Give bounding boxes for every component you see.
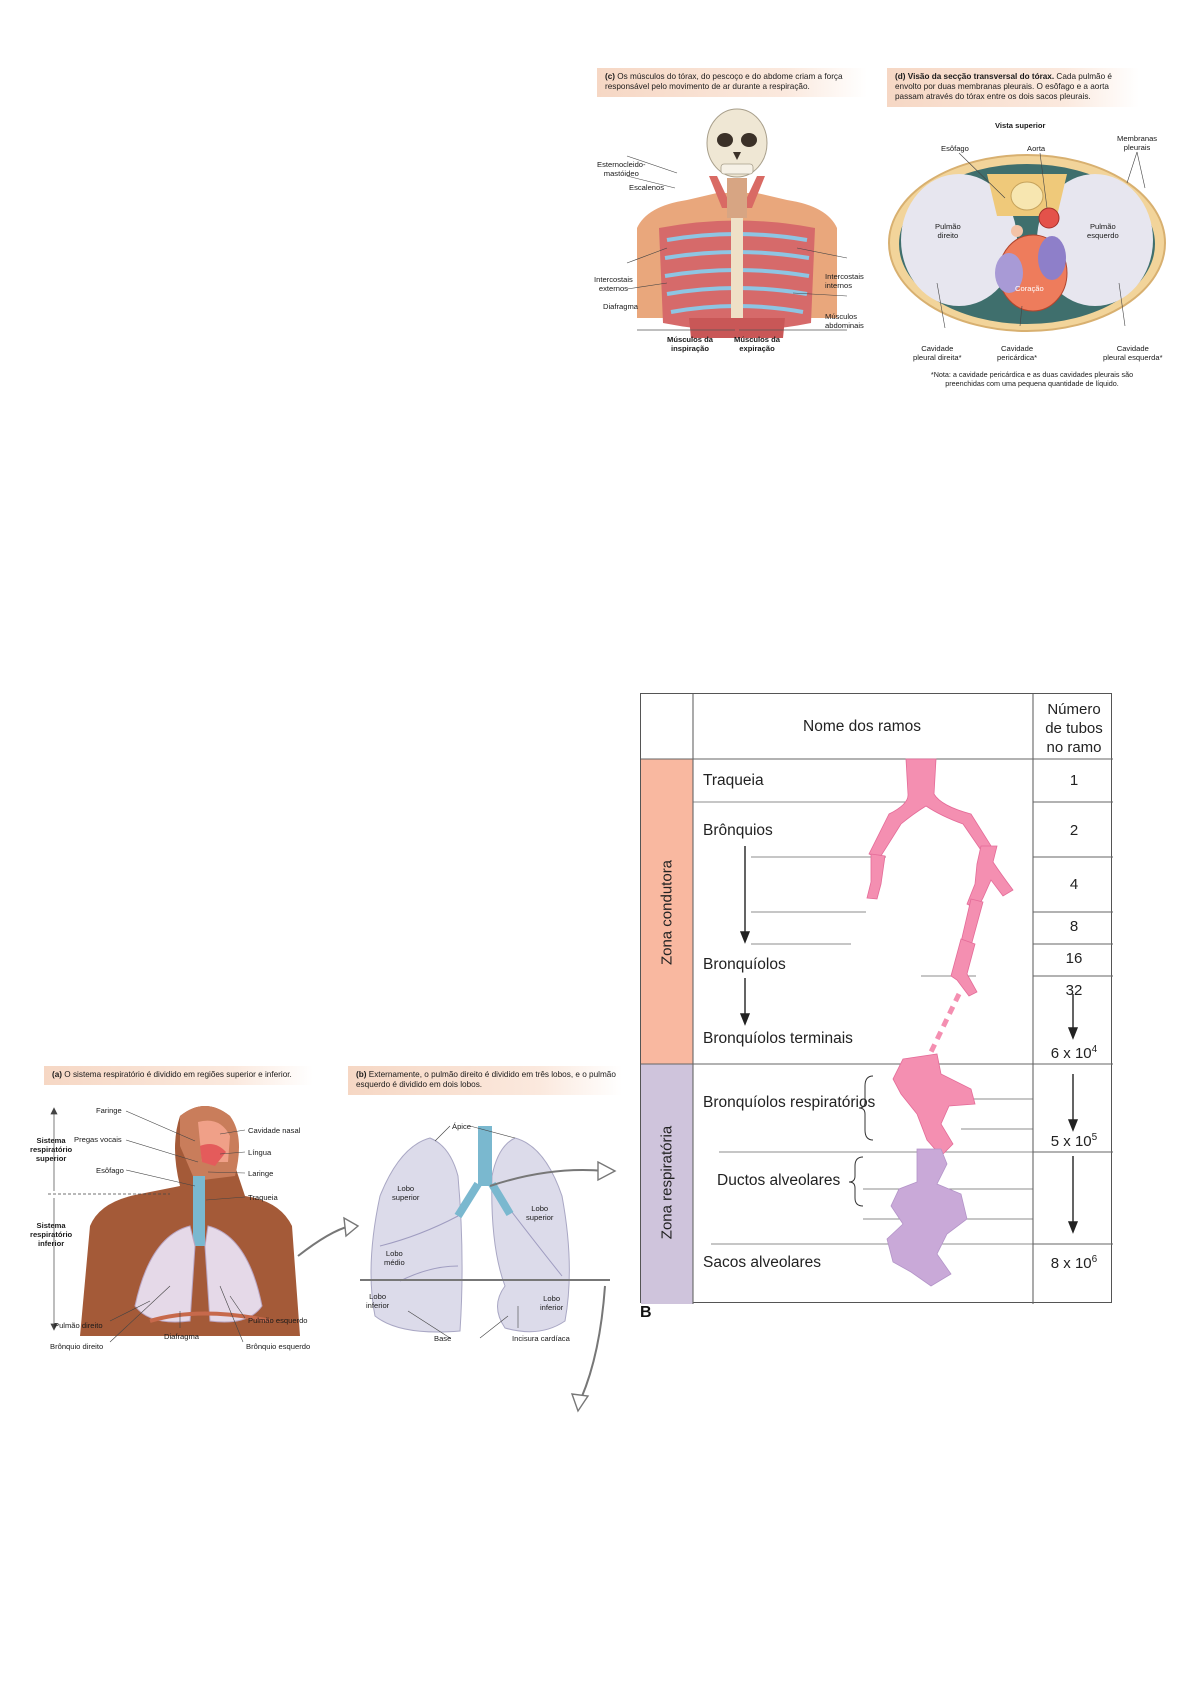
figure-letter-b: B	[640, 1304, 652, 1321]
lungs-illustration	[297, 1125, 617, 1413]
label-vista-superior: Vista superior	[995, 121, 1046, 130]
row-bronquios-count: 2	[1069, 822, 1079, 839]
panel-d-thorax-section: (d) Visão da secção transversal do tórax…	[887, 68, 1177, 398]
row-16-count: 16	[1065, 950, 1083, 967]
row-4-count: 4	[1069, 876, 1079, 893]
label-pulmao-esquerdo-d: Pulmão esquerdo	[1087, 222, 1119, 240]
row-sacos-count: 8 x 106	[1050, 1254, 1098, 1272]
row-respiratorios-name: Bronquíolos respiratórios	[703, 1094, 876, 1111]
panel-c-caption: (c) Os músculos do tórax, do pescoço e d…	[597, 68, 867, 97]
header-name: Nome dos ramos	[803, 718, 922, 735]
label-pulmao-direito-d: Pulmão direito	[935, 222, 961, 240]
row-traqueia-name: Traqueia	[703, 772, 764, 789]
row-bronquiolos-name: Bronquíolos	[703, 956, 786, 973]
label-lobo-inferior-d: Lobo inferior	[366, 1292, 390, 1310]
zone-conducting-label: Zona condutora	[658, 859, 676, 966]
label-cavidade-pleural-direita: Cavidade pleural direita*	[913, 344, 962, 362]
label-esternocleido: Esternocleido- mastóideo	[597, 160, 646, 178]
label-pulmao-esquerdo-a: Pulmão esquerdo	[248, 1316, 308, 1325]
label-lobo-medio: Lobo médio	[384, 1249, 405, 1267]
row-sacos-name: Sacos alveolares	[703, 1254, 822, 1271]
panel-a-respiratory-system: (a) O sistema respiratório é dividido em…	[30, 1066, 350, 1386]
label-intercostais-externos: Intercostais externos	[594, 275, 633, 293]
cross-section-illustration	[888, 151, 1166, 332]
label-lingua: Língua	[248, 1148, 272, 1157]
label-bronquio-direito: Brônquio direito	[50, 1342, 104, 1351]
row-respiratorios-count: 5 x 105	[1050, 1132, 1098, 1150]
torso-illustration	[626, 108, 848, 338]
label-escalenos: Escalenos	[629, 183, 665, 192]
label-esofago-a: Esôfago	[96, 1166, 124, 1175]
label-cavidade-pleural-esquerda: Cavidade pleural esquerda*	[1103, 344, 1163, 362]
label-musculos-abdominais: Músculos abdominais	[825, 312, 864, 330]
respiratory-system-illustration	[48, 1106, 300, 1343]
label-pregas-vocais: Pregas vocais	[74, 1135, 122, 1144]
label-sistema-superior: Sistema respiratório superior	[30, 1136, 73, 1163]
panel-c-thorax-muscles: (c) Os músculos do tórax, do pescoço e d…	[594, 68, 882, 383]
label-faringe: Faringe	[96, 1106, 122, 1115]
label-intercostais-internos: Intercostais internos	[825, 272, 864, 290]
label-membranas-pleurais: Membranas pleurais	[1117, 134, 1158, 152]
row-terminais-name: Bronquíolos terminais	[703, 1030, 853, 1047]
label-traqueia-a: Traqueia	[248, 1193, 278, 1202]
label-lobo-superior-d: Lobo superior	[392, 1184, 420, 1202]
label-aorta: Aorta	[1027, 144, 1046, 153]
label-pulmao-direito-a: Pulmão direito	[54, 1321, 103, 1330]
label-apice: Ápice	[452, 1122, 471, 1131]
label-laringe: Laringe	[248, 1169, 274, 1178]
label-sistema-inferior: Sistema respiratório inferior	[30, 1221, 73, 1248]
row-32-count: 32	[1065, 982, 1083, 999]
panel-d-note: *Nota: a cavidade pericárdica e as duas …	[930, 370, 1134, 388]
label-musculos-expiracao: Músculos da expiração	[734, 335, 780, 353]
row-terminais-count: 6 x 104	[1050, 1044, 1098, 1062]
label-esofago-d: Esôfago	[941, 144, 969, 153]
label-incisura: Incisura cardíaca	[512, 1334, 570, 1343]
label-cavidade-nasal: Cavidade nasal	[248, 1126, 301, 1135]
panel-b-caption: (b) Externamente, o pulmão direito é div…	[348, 1066, 622, 1095]
label-lobo-superior-e: Lobo superior	[526, 1204, 554, 1222]
panel-d-caption: (d) Visão da secção transversal do tórax…	[887, 68, 1139, 107]
label-diafragma-a: Diafragma	[164, 1332, 200, 1341]
airway-branching-table: Nome dos ramos Número de tubos no ramo Z…	[640, 693, 1113, 1304]
label-lobo-inferior-e: Lobo inferior	[540, 1294, 564, 1312]
table-grid	[641, 694, 1113, 1304]
label-cavidade-pericardica: Cavidade pericárdica*	[997, 344, 1038, 362]
row-traqueia-count: 1	[1069, 772, 1079, 789]
row-ductos-name: Ductos alveolares	[717, 1172, 841, 1189]
label-diafragma: Diafragma	[603, 302, 639, 311]
label-coracao: Coração	[1015, 284, 1044, 293]
label-musculos-inspiracao: Músculos da inspiração	[667, 335, 713, 353]
row-8-count: 8	[1069, 918, 1079, 935]
header-count: Número de tubos no ramo	[1045, 701, 1103, 756]
panel-a-caption: (a) O sistema respiratório é dividido em…	[44, 1066, 313, 1085]
panel-b-lungs: (b) Externamente, o pulmão direito é div…	[297, 1066, 630, 1416]
row-bronquios-name: Brônquios	[703, 822, 773, 839]
zone-respiratory-label: Zona respiratória	[658, 1125, 676, 1240]
label-base: Base	[434, 1334, 452, 1343]
label-bronquio-esquerdo: Brônquio esquerdo	[246, 1342, 311, 1351]
